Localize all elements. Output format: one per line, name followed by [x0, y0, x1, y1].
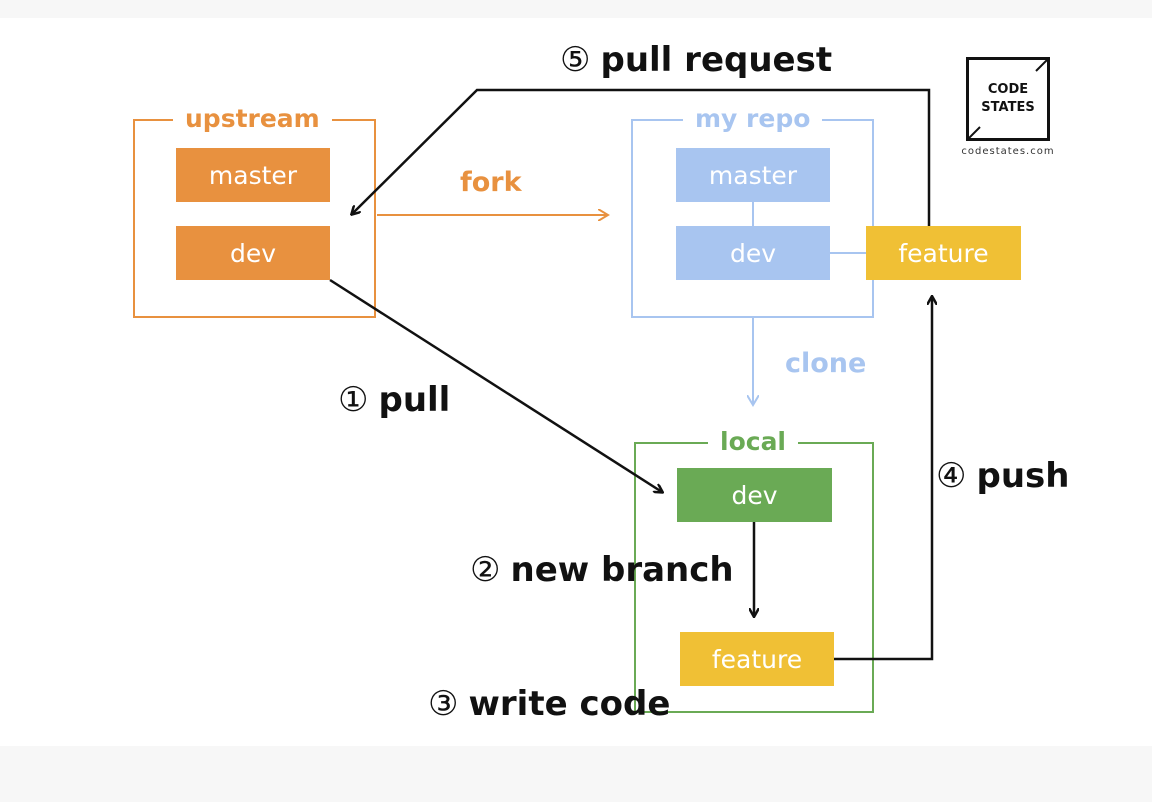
step-4-text: push: [976, 456, 1070, 496]
diagram-canvas: [0, 18, 1152, 746]
step-2-number: ②: [470, 550, 501, 590]
clone-label: clone: [785, 348, 867, 379]
pull-request-arrow: [352, 88, 931, 226]
upstream-title: upstream: [173, 104, 332, 134]
local-feature-box: feature: [680, 632, 834, 686]
step-2-text: new branch: [510, 550, 734, 590]
step-3-text: write code: [468, 684, 671, 724]
my-repo-title: my repo: [683, 104, 823, 134]
upstream-frame: upstream: [133, 104, 376, 318]
push-arrow: [834, 297, 932, 661]
codestates-logo: CODE STATES: [966, 57, 1050, 141]
local-dev-box: dev: [677, 468, 832, 522]
fork-label: fork: [460, 167, 522, 198]
local-title: local: [708, 427, 799, 457]
logo-line-2: STATES: [981, 100, 1035, 115]
my-repo-feature-box: feature: [866, 226, 1021, 280]
step-5-text: pull request: [600, 40, 833, 80]
my-repo-frame: my repo: [631, 104, 874, 318]
my-repo-master-box: master: [676, 148, 830, 202]
bottom-band: [0, 746, 1152, 802]
upstream-dev-box: dev: [176, 226, 330, 280]
step-3-number: ③: [428, 684, 459, 724]
step-1-text: pull: [378, 380, 451, 420]
logo-line-1: CODE: [987, 82, 1029, 97]
logo-corner-tr: [1035, 57, 1050, 72]
logo-site: codestates.com: [961, 146, 1055, 157]
pull-arrow: [329, 278, 662, 492]
my-repo-dev-box: dev: [676, 226, 830, 280]
step-4-number: ④: [936, 456, 967, 496]
local-frame: local: [634, 427, 874, 713]
upstream-master-box: master: [176, 148, 330, 202]
top-band: [0, 0, 1152, 18]
logo-corner-bl: [966, 126, 981, 141]
step-1-number: ①: [338, 380, 369, 420]
step-5-number: ⑤: [560, 40, 591, 80]
